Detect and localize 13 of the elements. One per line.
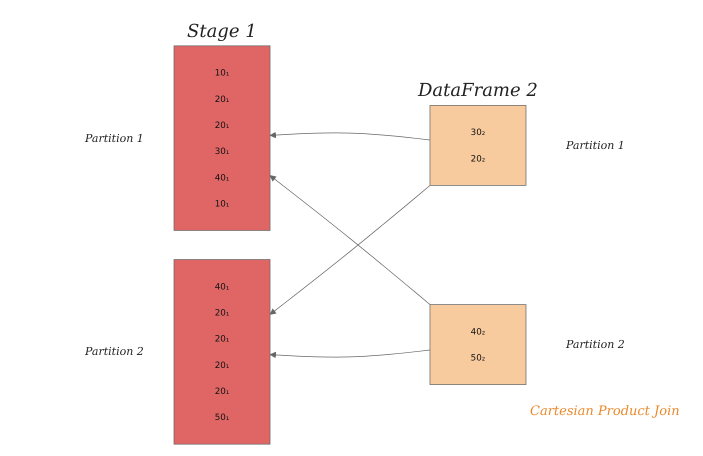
partition-box: 40₁ 20₁ 20₁ 20₁ 20₁ 50₁ <box>174 259 270 445</box>
arrow <box>270 350 430 358</box>
column-heading: DataFrame 2 <box>418 80 538 102</box>
partition-box: 40₂ 50₂ <box>430 304 526 385</box>
column-heading: Stage 1 <box>187 20 257 42</box>
partition-box: 30₂ 20₂ <box>430 105 526 186</box>
caption: Cartesian Product Join <box>530 404 680 419</box>
partition-label: Partition 1 <box>566 138 625 152</box>
partition-label: Partition 1 <box>85 132 144 145</box>
partition-box: 10₁ 20₁ 20₁ 30₁ 40₁ 10₁ <box>174 45 270 231</box>
partition-label: Partition 2 <box>566 338 625 352</box>
arrow <box>270 132 430 140</box>
partition-label: Partition 2 <box>85 345 144 358</box>
